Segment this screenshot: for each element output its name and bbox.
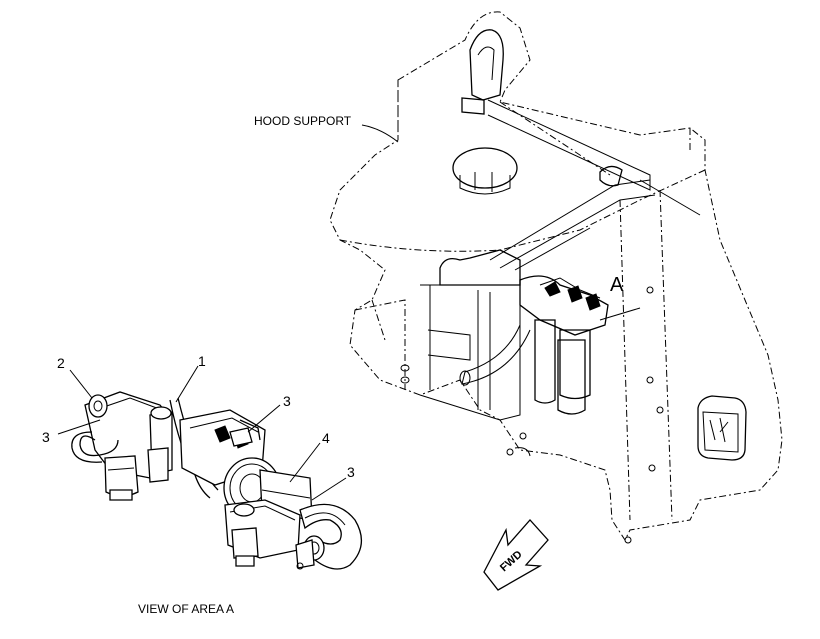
frame-bracket bbox=[400, 249, 521, 421]
callout-3-top: 3 bbox=[283, 393, 291, 409]
mounting-holes bbox=[506, 286, 664, 544]
hood-opening bbox=[452, 147, 518, 195]
detail-assembly bbox=[71, 391, 362, 570]
callout-3-left: 3 bbox=[42, 429, 50, 445]
callout-2: 2 bbox=[57, 355, 65, 371]
area-a-label: A bbox=[610, 274, 624, 296]
support-rails bbox=[487, 99, 701, 271]
view-caption: VIEW OF AREA A bbox=[138, 602, 234, 616]
decal-plate bbox=[697, 395, 747, 461]
leader-lines bbox=[57, 124, 399, 501]
hood-support-outline bbox=[329, 11, 783, 542]
lifting-bracket bbox=[461, 29, 504, 115]
forward-arrow: FWD bbox=[483, 519, 549, 591]
hood-support-label: HOOD SUPPORT bbox=[254, 114, 352, 128]
callout-1: 1 bbox=[198, 353, 206, 369]
area-a-components bbox=[459, 275, 641, 415]
callout-3-right: 3 bbox=[347, 464, 355, 480]
callout-4: 4 bbox=[322, 430, 330, 446]
